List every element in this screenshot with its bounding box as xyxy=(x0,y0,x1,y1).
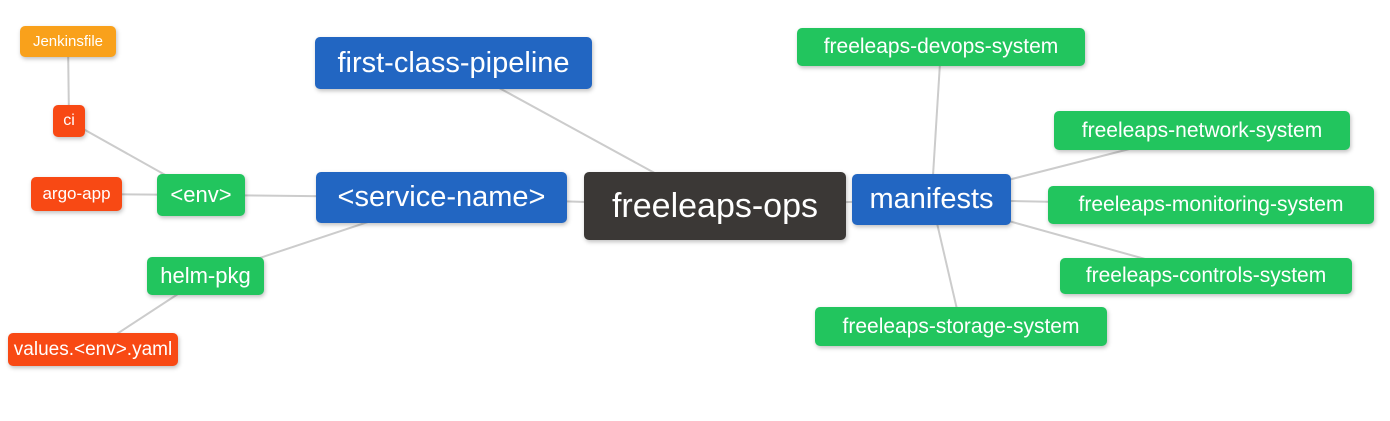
node-helm-pkg[interactable]: helm-pkg xyxy=(147,257,264,295)
node-freeleaps-ops[interactable]: freeleaps-ops xyxy=(584,172,846,240)
node-ci[interactable]: ci xyxy=(53,105,85,137)
node-service-name[interactable]: <service-name> xyxy=(316,172,567,223)
node-jenkinsfile[interactable]: Jenkinsfile xyxy=(20,26,116,57)
node-argo-app[interactable]: argo-app xyxy=(31,177,122,211)
node-first-class-pipeline[interactable]: first-class-pipeline xyxy=(315,37,592,89)
node-freeleaps-storage-system[interactable]: freeleaps-storage-system xyxy=(815,307,1107,346)
node-freeleaps-controls-system[interactable]: freeleaps-controls-system xyxy=(1060,258,1352,294)
node-freeleaps-network-system[interactable]: freeleaps-network-system xyxy=(1054,111,1350,150)
node-manifests[interactable]: manifests xyxy=(852,174,1011,225)
node-values-env-yaml[interactable]: values.<env>.yaml xyxy=(8,333,178,366)
node-freeleaps-devops-system[interactable]: freeleaps-devops-system xyxy=(797,28,1085,66)
node-env[interactable]: <env> xyxy=(157,174,245,216)
node-freeleaps-monitoring-system[interactable]: freeleaps-monitoring-system xyxy=(1048,186,1374,224)
